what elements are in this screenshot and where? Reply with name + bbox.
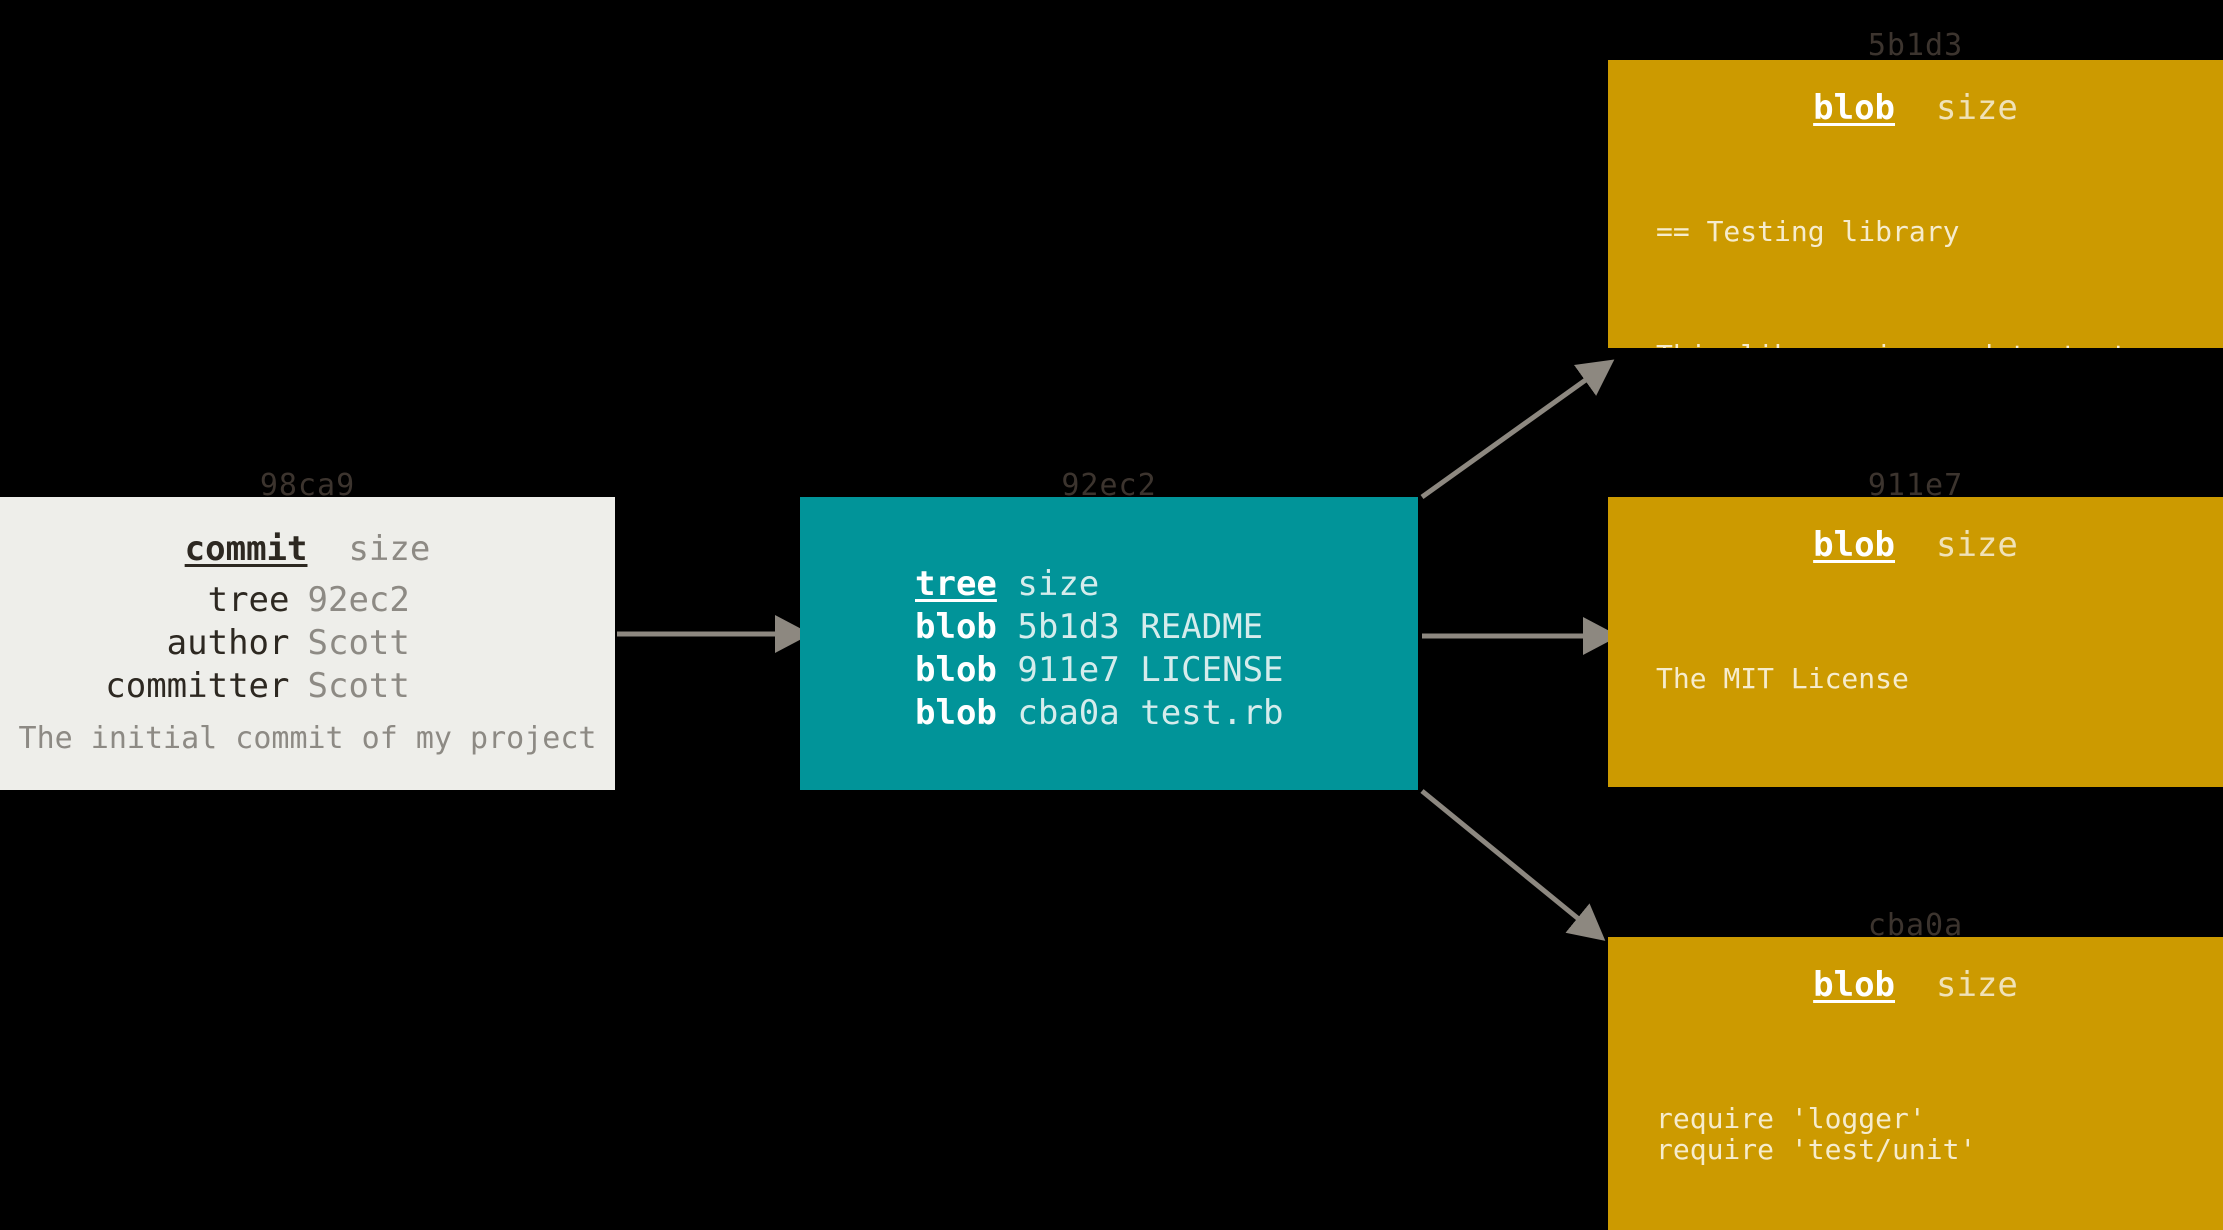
blob-type-keyword: blob: [1813, 965, 1896, 1005]
edge-tree-to-blob-cba0a: [1420, 789, 1606, 941]
commit-field-value: Scott: [307, 623, 410, 663]
tree-entry-hash: cba0a: [1017, 693, 1120, 733]
commit-message: The initial commit of my project: [18, 721, 597, 756]
blob-type-keyword: blob: [1813, 88, 1896, 128]
blob-content-line: require 'logger' require 'test/unit': [1656, 1102, 1977, 1166]
commit-object-box[interactable]: commit size tree 92ec2 author Scott comm…: [0, 497, 615, 790]
tree-object-box[interactable]: tree size blob 5b1d3 README blob 911e7 L…: [800, 497, 1418, 790]
tree-entry-keyword: blob: [915, 650, 997, 690]
commit-field-row: committer Scott: [0, 665, 615, 708]
blob-size-word: size: [1935, 965, 2018, 1005]
edge-tree-to-blob-5b1d3: [1420, 359, 1615, 500]
blob-object-box-cba0a[interactable]: blob size require 'logger' require 'test…: [1608, 937, 2223, 1230]
commit-field-key: tree: [207, 580, 290, 620]
commit-field-row: tree 92ec2: [0, 579, 615, 622]
commit-field-value: 92ec2: [307, 580, 410, 620]
blob-content: require 'logger' require 'test/unit' cla…: [1656, 1041, 2213, 1230]
tree-type-keyword: tree: [915, 564, 997, 604]
commit-header: commit size: [0, 529, 615, 569]
tree-entry-keyword: blob: [915, 693, 997, 733]
blob-content-line: The MIT License: [1656, 662, 1909, 695]
blob-content: The MIT License Copyright (c) 2008 Scott…: [1656, 601, 2213, 787]
commit-size-word: size: [348, 529, 431, 569]
blob-type-keyword: blob: [1813, 525, 1896, 565]
tree-entry-name: README: [1140, 607, 1264, 647]
commit-field-key: author: [166, 623, 290, 663]
commit-field-row: author Scott: [0, 622, 615, 665]
tree-entry-hash: 911e7: [1017, 650, 1120, 690]
blob-object-box-5b1d3[interactable]: blob size == Testing library This librar…: [1608, 60, 2223, 348]
tree-entry-name: test.rb: [1140, 693, 1284, 733]
tree-entries: tree size blob 5b1d3 README blob 911e7 L…: [915, 563, 1284, 735]
tree-entry-row: blob 911e7 LICENSE: [915, 649, 1284, 692]
tree-entry-name: LICENSE: [1140, 650, 1284, 690]
blob-header: blob size: [1608, 965, 2223, 1005]
tree-size-word: size: [1017, 564, 1100, 604]
tree-header: tree size: [915, 563, 1284, 606]
blob-size-word: size: [1935, 525, 2018, 565]
blob-header: blob size: [1608, 88, 2223, 128]
commit-field-key: committer: [105, 666, 290, 706]
blob-size-word: size: [1935, 88, 2018, 128]
tree-entry-keyword: blob: [915, 607, 997, 647]
blob-header: blob size: [1608, 525, 2223, 565]
blob-object-box-911e7[interactable]: blob size The MIT License Copyright (c) …: [1608, 497, 2223, 787]
blob-content: == Testing library This library is used …: [1656, 154, 2213, 348]
tree-entry-hash: 5b1d3: [1017, 607, 1120, 647]
blob-content-line: This library is used to test Ruby projec…: [1656, 340, 2213, 348]
blob-content-line: == Testing library: [1656, 215, 1960, 248]
commit-field-value: Scott: [307, 666, 410, 706]
tree-entry-row: blob 5b1d3 README: [915, 606, 1284, 649]
blob-hash-label-5b1d3: 5b1d3: [1867, 28, 1964, 63]
tree-entry-row: blob cba0a test.rb: [915, 692, 1284, 735]
commit-type-keyword: commit: [184, 529, 308, 569]
commit-fields: tree 92ec2 author Scott committer Scott: [0, 579, 615, 708]
